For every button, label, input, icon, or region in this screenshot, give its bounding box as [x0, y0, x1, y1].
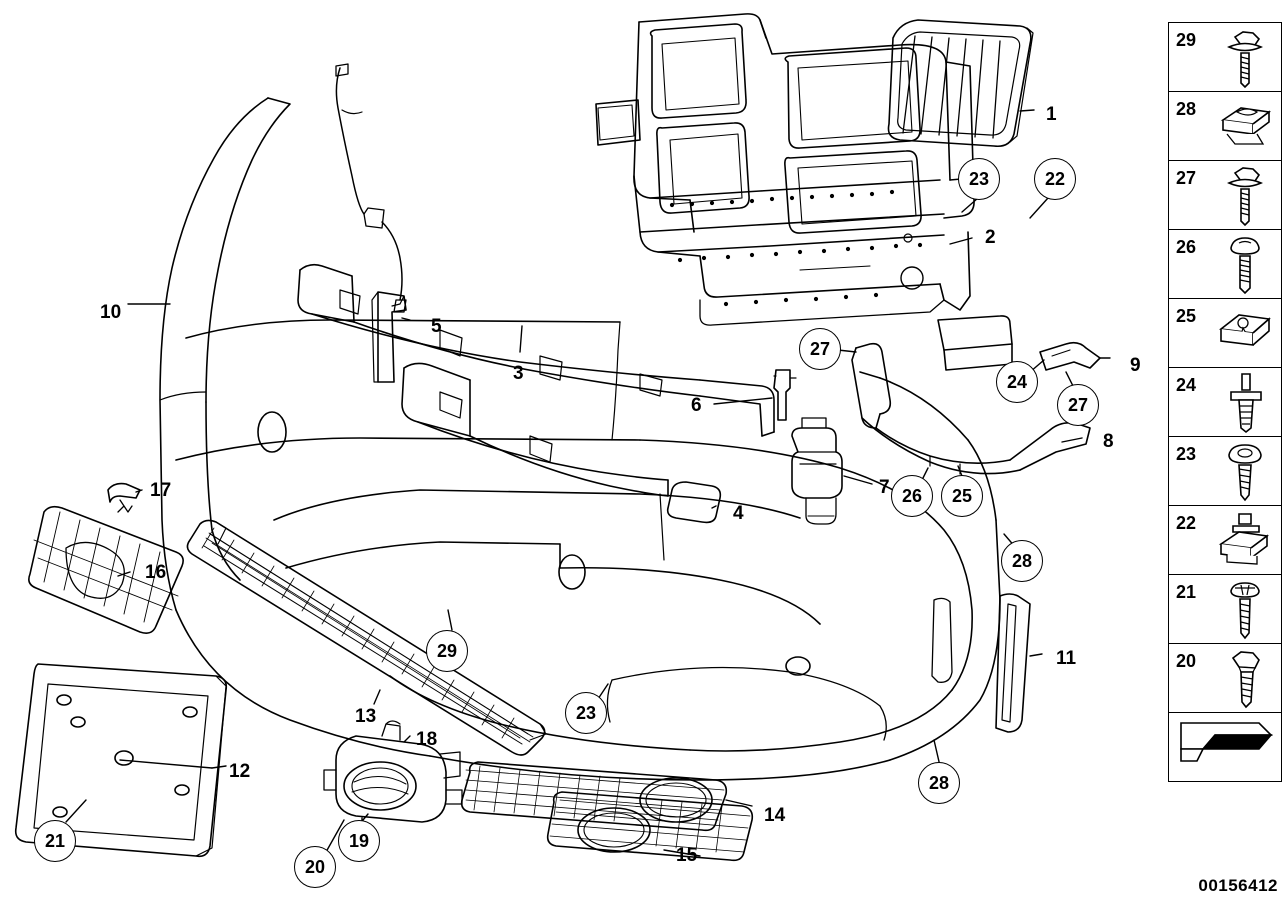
pan-head-tapping-screw-icon [1230, 582, 1260, 640]
callout-10: 10 [100, 302, 122, 323]
parts-legend-cell-25[interactable]: 25 [1168, 299, 1282, 368]
callout-9: 9 [1130, 355, 1141, 376]
callout-circle-27b: 27 [1057, 384, 1099, 426]
dome-head-screw-icon [1228, 444, 1262, 502]
callout-15: 15 [676, 845, 698, 866]
callout-16: 16 [145, 562, 167, 583]
diagram-id: 00156412 [1198, 876, 1278, 895]
callout-circle-25: 25 [941, 475, 983, 517]
callout-circle-28b: 28 [918, 762, 960, 804]
parts-legend-number-20: 20 [1176, 651, 1197, 671]
parts-legend-cell-26[interactable]: 26 [1168, 230, 1282, 299]
callout-circle-28: 28 [1001, 540, 1043, 582]
round-head-screw-icon [1230, 237, 1260, 295]
hex-head-bolt-icon [1231, 651, 1260, 709]
parts-legend-number-25: 25 [1176, 306, 1197, 326]
parts-legend-number-29: 29 [1176, 30, 1197, 50]
callout-6: 6 [691, 395, 702, 416]
parts-legend-cell-27[interactable]: 27 [1168, 161, 1282, 230]
parts-legend-strip: 29 28 27 26 [1168, 22, 1282, 782]
parts-legend-number-26: 26 [1176, 237, 1197, 257]
callout-circle-24: 24 [996, 361, 1038, 403]
parts-legend-cell-21[interactable]: 21 [1168, 575, 1282, 644]
callout-5: 5 [431, 316, 442, 337]
parts-legend-cell-24[interactable]: 24 [1168, 368, 1282, 437]
callout-4: 4 [733, 503, 744, 524]
callout-circle-19: 19 [338, 820, 380, 862]
parts-legend-number-23: 23 [1176, 444, 1197, 464]
callout-18: 18 [416, 729, 438, 750]
callout-3: 3 [513, 363, 524, 384]
callout-7: 7 [879, 477, 890, 498]
callout-11: 11 [1056, 648, 1077, 669]
parts-legend-number-24: 24 [1176, 375, 1197, 395]
callout-circle-20: 20 [294, 846, 336, 888]
parts-legend-number-28: 28 [1176, 99, 1197, 119]
callout-circle-23: 23 [958, 158, 1000, 200]
spring-clip-plate-icon [1220, 107, 1272, 145]
parts-legend-number-21: 21 [1176, 582, 1197, 602]
callout-8: 8 [1103, 431, 1114, 452]
callout-12: 12 [229, 761, 251, 782]
forward-direction-arrow-icon [1180, 722, 1273, 762]
u-nut-clip-icon [1218, 513, 1270, 565]
callout-2: 2 [985, 227, 996, 248]
expanding-rivet-icon [1230, 373, 1262, 434]
parts-legend-cell-20[interactable]: 20 [1168, 644, 1282, 713]
callout-circle-22: 22 [1034, 158, 1076, 200]
parts-legend-number-27: 27 [1176, 168, 1197, 188]
keyhole-clip-plate-icon [1218, 314, 1271, 346]
callout-circle-26: 26 [891, 475, 933, 517]
parts-legend-cell-28[interactable]: 28 [1168, 92, 1282, 161]
callout-circle-21: 21 [34, 820, 76, 862]
callout-circle-23b: 23 [565, 692, 607, 734]
parts-legend-cell-29[interactable]: 29 [1168, 22, 1282, 92]
callout-circle-29: 29 [426, 630, 468, 672]
hex-flange-bolt-icon [1227, 167, 1263, 227]
callout-circle-27: 27 [799, 328, 841, 370]
callout-17: 17 [150, 480, 172, 501]
parts-legend-cell-23[interactable]: 23 [1168, 437, 1282, 506]
callout-14: 14 [764, 805, 786, 826]
callout-1: 1 [1046, 104, 1057, 125]
parts-legend-cell-22[interactable]: 22 [1168, 506, 1282, 575]
parts-legend-number-22: 22 [1176, 513, 1197, 533]
hex-flange-bolt-icon [1227, 31, 1263, 89]
direction-arrow-cell [1168, 713, 1282, 782]
callout-13: 13 [355, 706, 377, 727]
